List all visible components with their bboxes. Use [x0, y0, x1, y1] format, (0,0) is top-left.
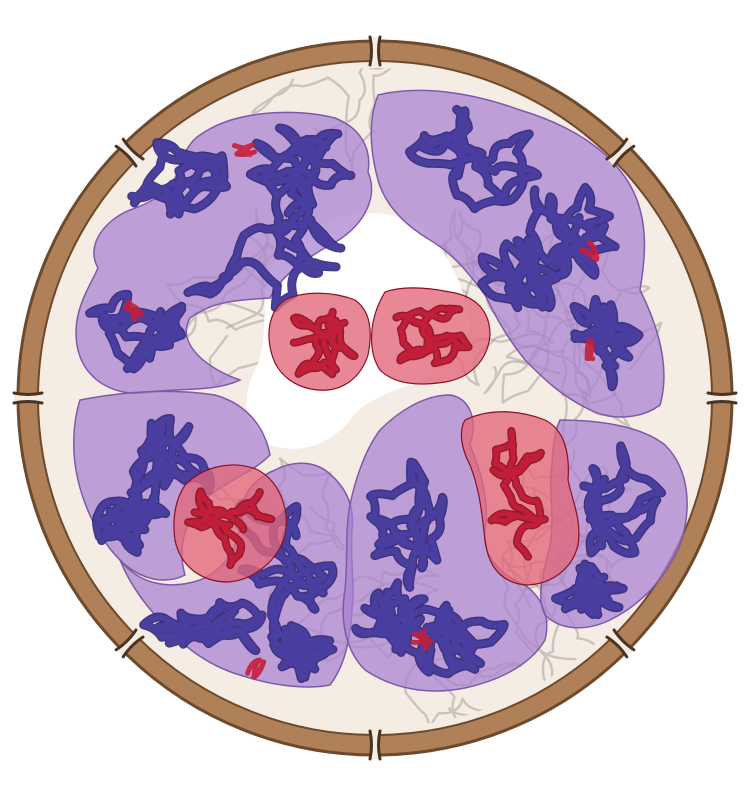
chromatin-fiber: [86, 291, 185, 372]
nuclear-pore: [114, 628, 145, 659]
active-fiber: [393, 305, 472, 366]
nuclear-pore: [706, 391, 738, 405]
chromatin-fiber: [128, 415, 214, 505]
nuclear-pore: [605, 137, 636, 168]
active-fiber-accent: [122, 300, 145, 323]
chromatin-fiber: [580, 442, 665, 557]
chromatin-fiber: [128, 139, 230, 218]
chromatin-fiber: [247, 125, 354, 212]
chromatin-fiber: [184, 177, 344, 311]
active-chromatin-fibers: [122, 142, 600, 680]
nuclear-pore: [368, 35, 382, 67]
active-fiber-accent: [584, 338, 596, 362]
chromatin-fiber: [406, 106, 541, 212]
nuclear-pore: [605, 628, 636, 659]
nuclear-pore: [12, 391, 44, 405]
chromatin-fiber: [478, 236, 568, 311]
active-fiber: [488, 428, 548, 560]
chromatin-fiber: [268, 622, 336, 682]
chromatin-fiber: [367, 459, 447, 591]
chromatin-fiber: [571, 296, 642, 390]
background-fiber: [251, 68, 399, 181]
active-fiber-accent: [410, 628, 434, 651]
chromatin-fiber: [526, 184, 619, 279]
chromatin-fiber: [395, 602, 508, 677]
chromatin-fiber: [140, 599, 266, 654]
active-fiber-accent: [578, 239, 600, 263]
chromatin-fiber: [234, 500, 336, 640]
chromatin-fibers: [85, 104, 667, 683]
nuclear-pore: [114, 137, 145, 168]
chromatin-fiber: [93, 488, 169, 556]
active-fiber: [185, 488, 274, 568]
nuclear-pores: [12, 35, 738, 761]
active-fiber: [291, 309, 357, 377]
nuclear-pore: [368, 729, 382, 761]
chromatin-fiber: [552, 561, 627, 618]
active-fiber-accent: [245, 657, 267, 680]
active-fiber-accent: [231, 142, 258, 158]
chromatin-fiber: [352, 579, 428, 656]
